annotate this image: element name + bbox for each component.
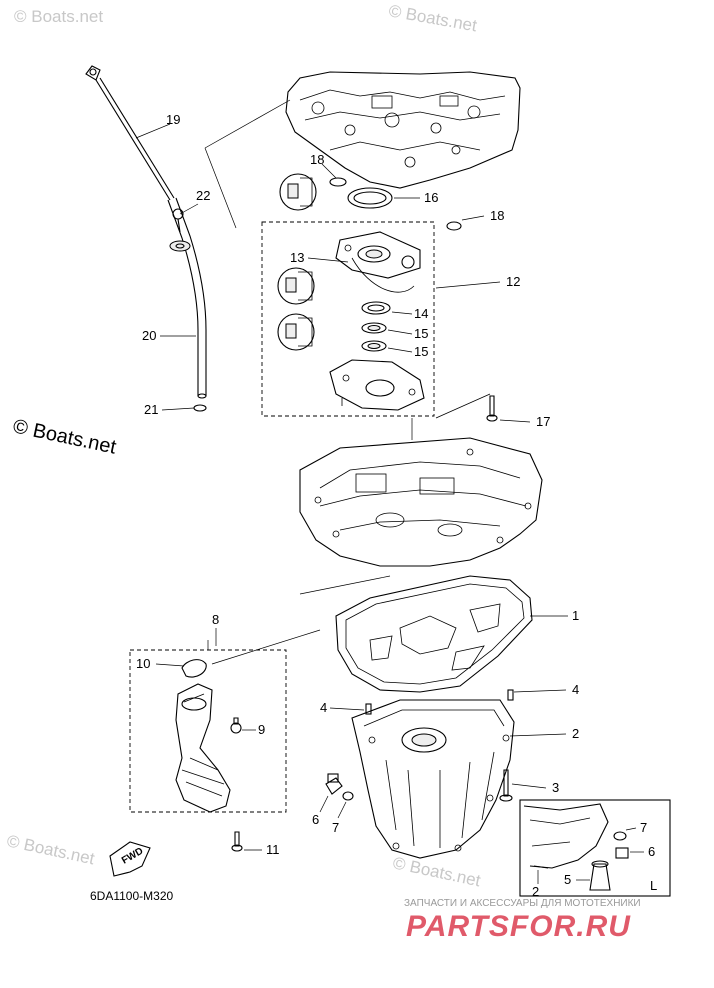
callout-4-right: 4 bbox=[572, 682, 579, 697]
callout-15-upper: 15 bbox=[414, 326, 428, 341]
pump-body bbox=[329, 359, 425, 411]
callout-16: 16 bbox=[424, 190, 438, 205]
fwd-label: FWD bbox=[120, 846, 145, 867]
seal-16 bbox=[347, 187, 393, 209]
seal-detail-icon-3 bbox=[277, 313, 315, 351]
detail-gasket-2 bbox=[533, 865, 549, 869]
detail-washer-7 bbox=[613, 831, 627, 841]
seal-detail-icon-2 bbox=[277, 267, 315, 305]
callout-14: 14 bbox=[414, 306, 428, 321]
callout-12: 12 bbox=[506, 274, 520, 289]
watermark-top-left: © Boats.net bbox=[14, 7, 103, 26]
seal-15-upper bbox=[361, 322, 387, 334]
adapter-plate bbox=[299, 437, 543, 567]
detail-box bbox=[519, 799, 671, 897]
callout-3: 3 bbox=[552, 780, 559, 795]
bolt-11 bbox=[231, 831, 243, 852]
oring-18-right bbox=[446, 221, 462, 231]
dowel-4-left bbox=[365, 703, 372, 715]
callout-10: 10 bbox=[136, 656, 150, 671]
callout-20: 20 bbox=[142, 328, 156, 343]
callout-21: 21 bbox=[144, 402, 158, 417]
watermark-bottom-center: © Boats.net bbox=[391, 853, 482, 890]
callout-18-right: 18 bbox=[490, 208, 504, 223]
watermark-top-right: © Boats.net bbox=[387, 1, 478, 35]
callout-19: 19 bbox=[166, 112, 180, 127]
seal-14 bbox=[361, 301, 391, 315]
diagram-code: 6DA1100-M320 bbox=[90, 889, 173, 903]
oil-strainer-8 bbox=[175, 683, 231, 813]
brand-tagline: ЗАПЧАСТИ И АКСЕССУАРЫ ДЛЯ МОТОТЕХНИКИ bbox=[404, 898, 641, 909]
bolt-3 bbox=[499, 769, 513, 802]
callout-7-detail: 7 bbox=[640, 820, 647, 835]
watermark-bottom-left: © Boats.net bbox=[5, 831, 96, 868]
housing-13 bbox=[335, 231, 421, 293]
bolt-9 bbox=[230, 717, 242, 734]
gasket-10 bbox=[181, 659, 207, 678]
dowel-4-right bbox=[507, 689, 514, 701]
seal-detail-icon-1 bbox=[279, 173, 317, 211]
fwd-arrow: FWD bbox=[109, 841, 151, 877]
drain-plug-6 bbox=[325, 773, 343, 795]
callout-1: 1 bbox=[572, 608, 579, 623]
dipstick-assembly bbox=[85, 65, 207, 412]
callout-15-lower: 15 bbox=[414, 344, 428, 359]
detail-label-L: L bbox=[650, 878, 657, 893]
callout-7: 7 bbox=[332, 820, 339, 835]
callout-22: 22 bbox=[196, 188, 210, 203]
callout-9: 9 bbox=[258, 722, 265, 737]
detail-plug-6 bbox=[615, 847, 629, 859]
detail-oil-pan bbox=[523, 803, 609, 869]
callout-2: 2 bbox=[572, 726, 579, 741]
group-box-12 bbox=[261, 221, 435, 417]
callout-18-top: 18 bbox=[310, 152, 324, 167]
callout-11: 11 bbox=[266, 842, 280, 857]
gasket-1 bbox=[335, 575, 533, 693]
watermark-left-middle: © Boats.net bbox=[11, 415, 119, 458]
callout-8: 8 bbox=[212, 612, 219, 627]
callout-4-left: 4 bbox=[320, 700, 327, 715]
oil-pan-2 bbox=[351, 699, 515, 859]
callout-5: 5 bbox=[564, 872, 571, 887]
washer-7 bbox=[342, 791, 354, 801]
callout-6: 6 bbox=[312, 812, 319, 827]
callout-13: 13 bbox=[290, 250, 304, 265]
engine-block-top bbox=[285, 71, 521, 189]
bolt-17 bbox=[486, 395, 498, 422]
seal-15-lower bbox=[361, 340, 387, 352]
callout-2-detail: 2 bbox=[532, 884, 539, 899]
brand-logo: PARTSFOR.RU bbox=[406, 910, 631, 943]
detail-strainer-5 bbox=[589, 860, 611, 891]
callout-6-detail: 6 bbox=[648, 844, 655, 859]
oring-18-top bbox=[329, 177, 347, 187]
callout-17: 17 bbox=[536, 414, 550, 429]
